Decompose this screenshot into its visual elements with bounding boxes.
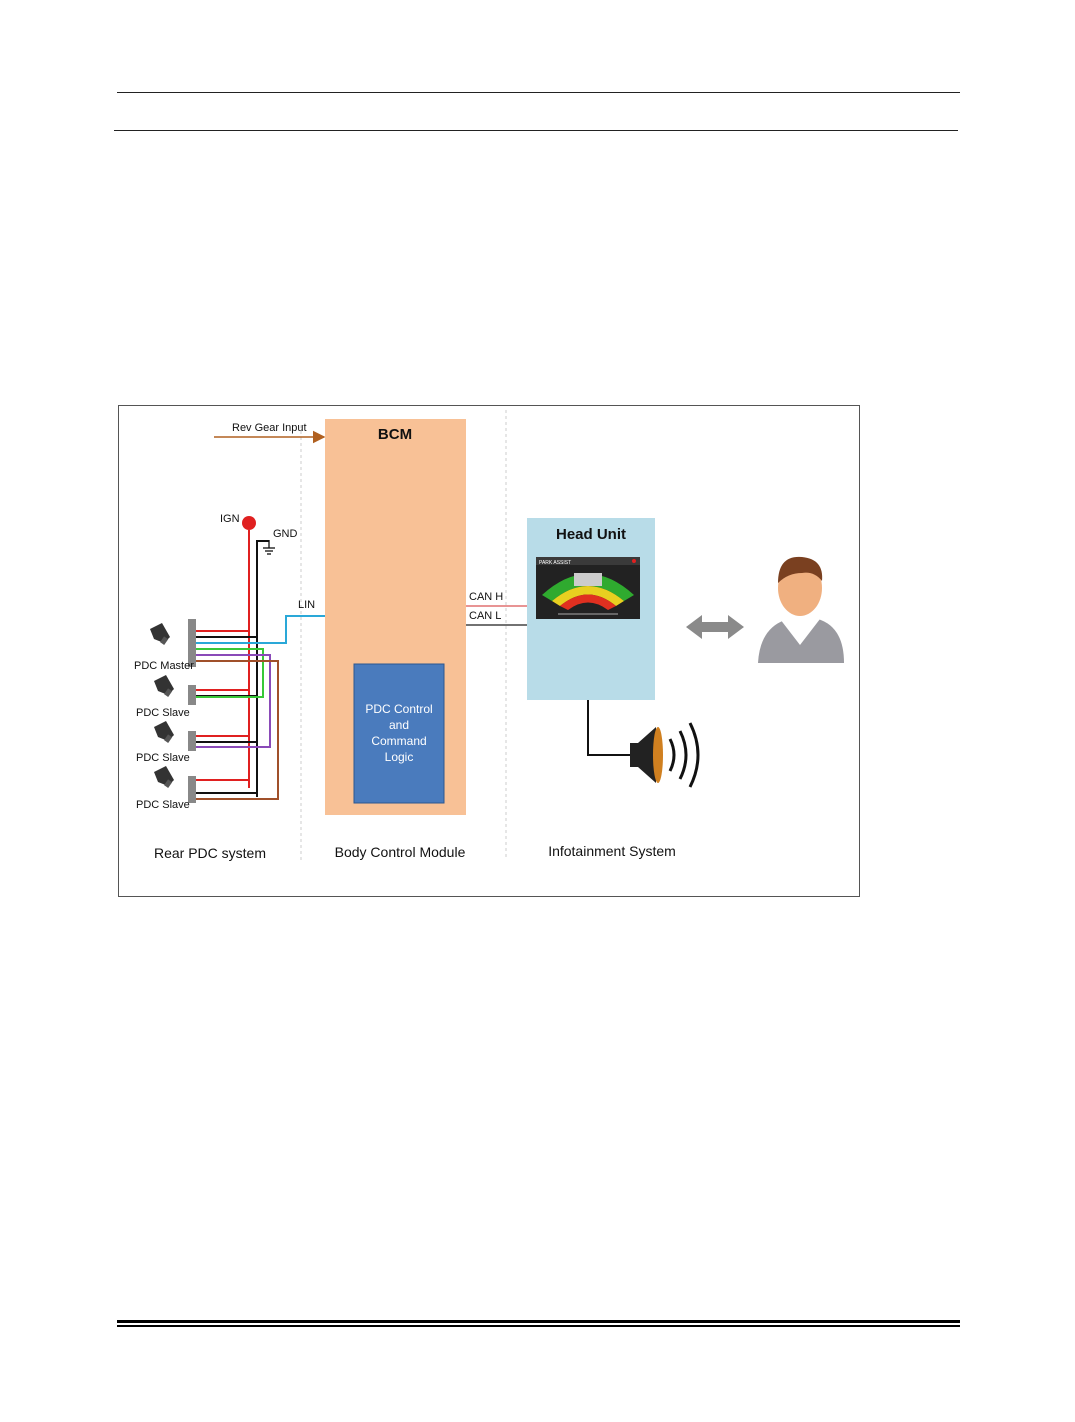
user-avatar-icon	[758, 556, 844, 663]
speaker-wire	[587, 700, 630, 756]
screen-close-icon	[632, 559, 636, 563]
sensor-icon	[154, 766, 174, 788]
footer-rule-thick	[117, 1320, 960, 1323]
connector-slave-2	[188, 731, 196, 751]
caption-bcm: Body Control Module	[335, 844, 466, 860]
lin-label: LIN	[298, 599, 315, 611]
sensor-label-slave-2: PDC Slave	[136, 752, 190, 764]
pdc-logic-line-4: Logic	[385, 750, 414, 764]
footer-rule-thin	[117, 1325, 960, 1327]
connector-slave-1	[188, 685, 196, 705]
pdc-logic-block	[353, 663, 445, 804]
sensor-label-slave-1: PDC Slave	[136, 707, 190, 719]
connector-slave-3	[188, 776, 196, 803]
speaker-icon	[630, 722, 700, 788]
park-assist-screen: PARK ASSIST	[536, 557, 640, 619]
car-rear-icon	[574, 573, 602, 586]
gnd-label: GND	[273, 528, 298, 540]
header-rule-top	[117, 92, 960, 93]
sensor-icon	[154, 721, 174, 743]
diagram-frame	[118, 405, 860, 897]
sensor-label-slave-3: PDC Slave	[136, 799, 190, 811]
sensor-icon	[150, 623, 170, 645]
caption-rear-pdc: Rear PDC system	[154, 845, 266, 861]
screen-header: PARK ASSIST	[539, 560, 571, 566]
pdc-logic-line-2: and	[389, 718, 409, 732]
double-arrow-icon	[686, 615, 744, 639]
sensor-icon	[154, 675, 174, 697]
header-rule-bottom	[114, 130, 958, 131]
bcm-title: BCM	[378, 426, 412, 443]
rev-gear-label: Rev Gear Input	[232, 422, 307, 434]
ground-symbol-icon	[263, 540, 275, 555]
pdc-logic-line-1: PDC Control	[365, 702, 432, 716]
pdc-system-diagram: Rev Gear Input BCM PDC Control and Comma…	[118, 405, 860, 897]
head-unit-title: Head Unit	[556, 526, 626, 543]
can-l-label: CAN L	[469, 610, 501, 622]
connector-master	[188, 619, 196, 667]
pdc-logic-line-3: Command	[371, 734, 426, 748]
ign-label: IGN	[220, 513, 240, 525]
caption-infotainment: Infotainment System	[548, 843, 676, 859]
can-h-label: CAN H	[469, 591, 503, 603]
wiring-harness	[194, 530, 325, 800]
sensor-label-master: PDC Master	[134, 660, 194, 672]
ign-terminal	[242, 516, 256, 530]
